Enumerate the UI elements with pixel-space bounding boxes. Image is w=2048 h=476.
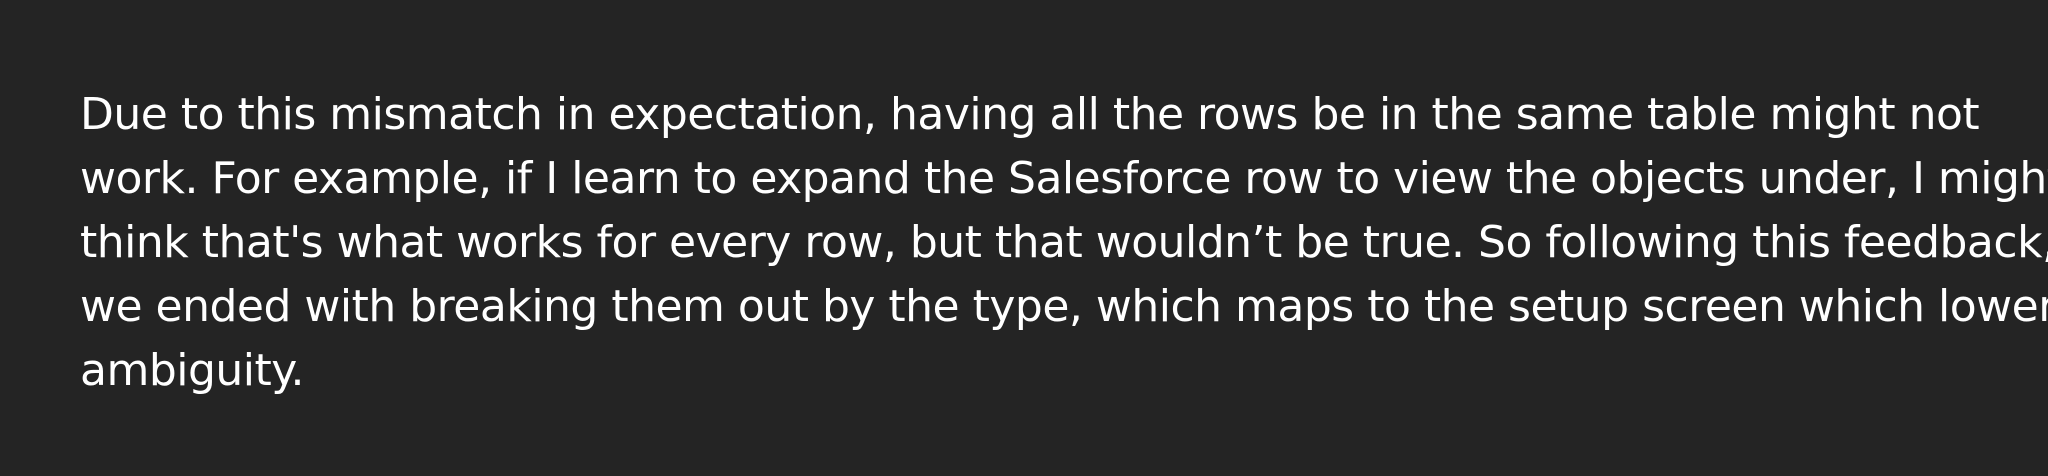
- paragraph-line-5: ambiguity.: [80, 345, 305, 396]
- paragraph-line-2: work. For example, if I learn to expand …: [80, 153, 2048, 204]
- paragraph-line-1: Due to this mismatch in expectation, hav…: [80, 89, 1980, 140]
- paragraph-line-4: we ended with breaking them out by the t…: [80, 281, 2048, 332]
- body-paragraph: Due to this mismatch in expectation, hav…: [80, 83, 2048, 403]
- paragraph-line-3: think that's what works for every row, b…: [80, 217, 2048, 268]
